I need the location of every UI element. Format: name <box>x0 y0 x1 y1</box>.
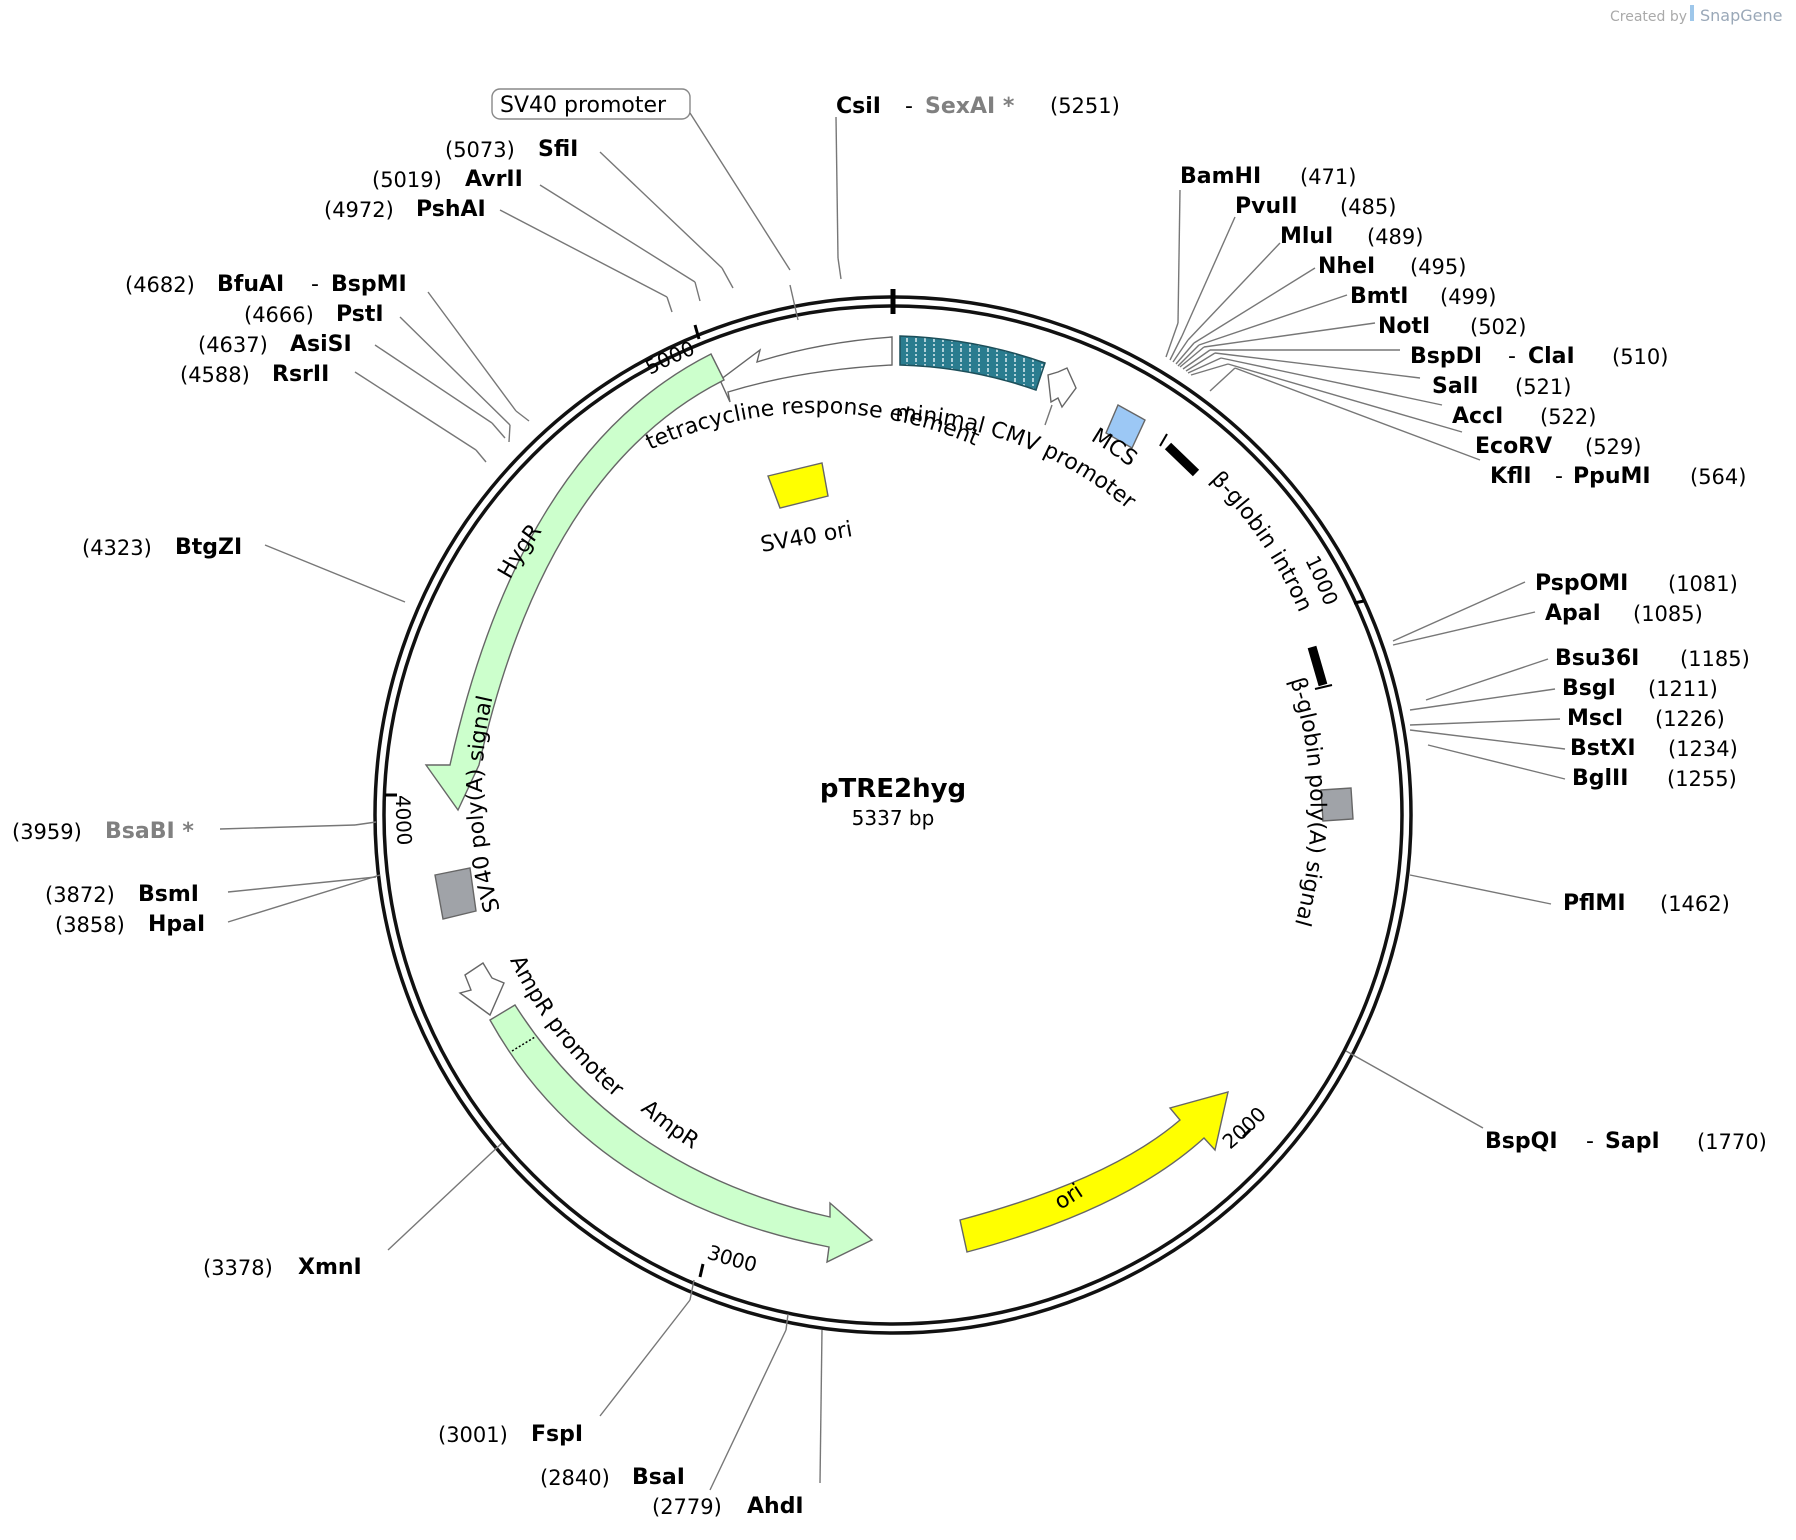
enzyme-bfuAI[interactable]: (4682)BfuAI-BspMI <box>125 272 407 297</box>
enzyme-sfiI[interactable]: (5073)SfiI <box>445 137 578 162</box>
enzyme-pspOMI[interactable]: PspOMI(1081) <box>1535 571 1738 596</box>
bglobin-intron-label: β-globin intron <box>1206 467 1317 616</box>
enzyme-leaders <box>219 116 1566 1491</box>
enzyme-rsrII[interactable]: (4588)RsrII <box>180 362 329 387</box>
enzyme-salI[interactable]: SalI(521) <box>1432 374 1571 399</box>
enzyme-bmtI[interactable]: BmtI(499) <box>1350 284 1496 309</box>
intron-end-marker <box>1314 684 1333 690</box>
ampr-feature[interactable] <box>489 1004 874 1264</box>
ampr-internal-marker <box>511 1036 536 1052</box>
enzyme-bamHI[interactable]: BamHI(471) <box>1180 164 1356 189</box>
snapgene-branding: Created by SnapGene <box>1610 5 1782 25</box>
enzyme-apaI[interactable]: ApaI(1085) <box>1545 601 1703 626</box>
enzyme-btgZI[interactable]: (4323)BtgZI <box>82 535 242 560</box>
ampr-promoter-feature[interactable] <box>458 962 505 1017</box>
enzyme-pvuII[interactable]: PvuII(485) <box>1235 194 1396 219</box>
brand-prefix: Created by <box>1610 9 1687 25</box>
tick-label-3000: 3000 <box>704 1240 759 1277</box>
enzyme-bsmI[interactable]: (3872)BsmI <box>45 882 199 907</box>
intron-segment-end <box>1307 645 1328 687</box>
enzyme-bsaBI[interactable]: (3959)BsaBI * <box>12 819 194 844</box>
snapgene-logo-icon <box>1690 5 1694 21</box>
min-cmv-leader <box>1044 404 1053 426</box>
enzyme-bsaI[interactable]: (2840)BsaI <box>540 1465 685 1490</box>
intron-segment-start <box>1164 442 1200 477</box>
enzyme-bspQI[interactable]: BspQI-SapI(1770) <box>1485 1129 1767 1154</box>
enzyme-kflI[interactable]: KflI-PpuMI(564) <box>1490 464 1746 489</box>
enzyme-pshAI[interactable]: (4972)PshAI <box>324 197 486 222</box>
enzyme-asiSI[interactable]: (4637)AsiSI <box>198 332 352 357</box>
plasmid-size: 5337 bp <box>852 806 935 830</box>
ori-feature[interactable] <box>959 1091 1229 1253</box>
enzyme-avrII[interactable]: (5019)AvrII <box>372 167 523 192</box>
enzyme-ahdI[interactable]: (2779)AhdI <box>652 1494 804 1519</box>
enzyme-bsgI[interactable]: BsgI(1211) <box>1562 676 1718 701</box>
tick-label-2000: 2000 <box>1218 1102 1271 1154</box>
enzyme-accI[interactable]: AccI(522) <box>1452 404 1596 429</box>
enzyme-fspI[interactable]: (3001)FspI <box>438 1422 583 1447</box>
min-cmv-promoter-feature[interactable] <box>1047 367 1077 409</box>
tick-label-4000: 4000 <box>391 795 417 846</box>
plasmid-name: pTRE2hyg <box>820 774 966 804</box>
sv40-promoter-leader-2 <box>789 284 799 321</box>
bglobin-polya-feature[interactable] <box>1320 787 1354 822</box>
sv40-ori-feature[interactable] <box>767 462 829 509</box>
enzyme-hpaI[interactable]: (3858)HpaI <box>55 912 205 937</box>
enzyme-bsu36I[interactable]: Bsu36I(1185) <box>1555 646 1750 671</box>
sv40-promoter-leader <box>689 112 791 271</box>
brand-name: SnapGene <box>1700 6 1782 25</box>
tre-feature[interactable] <box>899 335 1046 391</box>
enzyme-mscI[interactable]: MscI(1226) <box>1567 706 1725 731</box>
enzyme-nheI[interactable]: NheI(495) <box>1318 254 1466 279</box>
mcs-feature[interactable] <box>1105 404 1146 449</box>
hygr-feature[interactable] <box>424 353 725 812</box>
enzyme-bspDI[interactable]: BspDI-ClaI(510) <box>1410 344 1668 369</box>
enzyme-bstXI[interactable]: BstXI(1234) <box>1570 736 1738 761</box>
sv40-promoter-label-box <box>491 88 691 120</box>
enzyme-notI[interactable]: NotI(502) <box>1378 314 1526 339</box>
enzyme-mluI[interactable]: MluI(489) <box>1280 224 1423 249</box>
enzyme-ecoRV[interactable]: EcoRV(529) <box>1475 434 1641 459</box>
sv40-ori-label: SV40 ori <box>759 517 855 558</box>
sv40-polya-feature[interactable] <box>434 867 477 920</box>
intron-start-marker <box>1159 433 1168 447</box>
enzyme-xmnI[interactable]: (3378)XmnI <box>203 1255 362 1280</box>
enzyme-csiI[interactable]: CsiI - SexAI * (5251) <box>836 94 1120 119</box>
sv40-promoter-label: SV40 promoter <box>500 93 667 118</box>
enzyme-pstI[interactable]: (4666)PstI <box>244 302 384 327</box>
tre-direction-arrow <box>719 336 893 403</box>
enzyme-pflMI[interactable]: PflMI(1462) <box>1563 891 1730 916</box>
min-cmv-label: minimal CMV promoter <box>895 401 1141 515</box>
enzyme-bglII[interactable]: BglII(1255) <box>1572 766 1737 791</box>
